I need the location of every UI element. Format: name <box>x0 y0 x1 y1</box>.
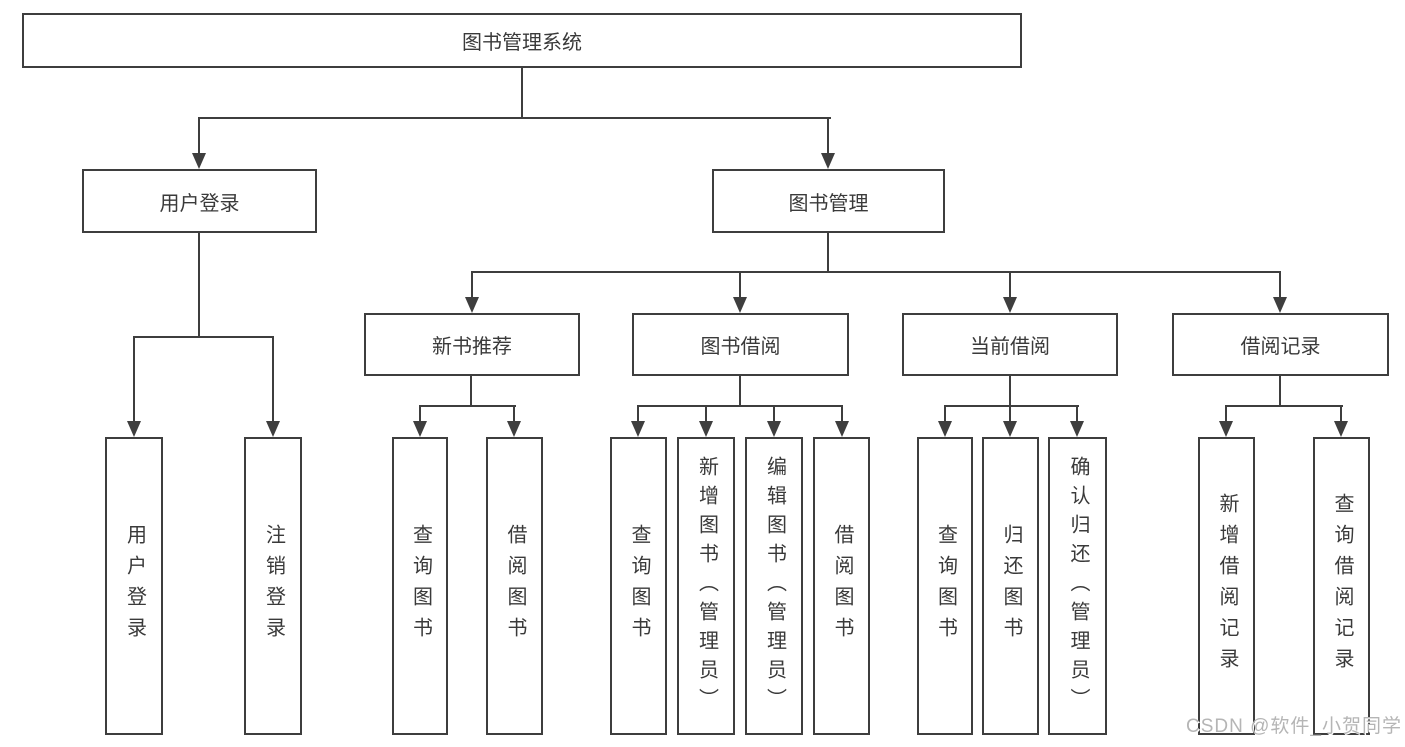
node-label: 用户登录 <box>159 192 240 215</box>
connector-line <box>198 233 200 337</box>
arrow-down-icon <box>699 421 713 437</box>
arrow-down-icon <box>821 153 835 169</box>
connector-line <box>1009 272 1011 299</box>
arrow-down-icon <box>127 421 141 437</box>
leaf-return-books: 归还图书 <box>982 437 1039 735</box>
connector-line <box>471 271 1281 273</box>
arrow-down-icon <box>1003 421 1017 437</box>
arrow-down-icon <box>1003 297 1017 313</box>
connector-line <box>1340 406 1342 423</box>
connector-line <box>419 406 421 423</box>
node-borrowing-records: 借阅记录 <box>1172 313 1389 376</box>
leaf-label: 归还图书 <box>1000 524 1022 648</box>
node-library-management-system: 图书管理系统 <box>22 13 1022 68</box>
leaf-add-borrow-record: 新增借阅记录 <box>1198 437 1255 735</box>
leaf-edit-books-admin: 编辑图书（管理员） <box>745 437 803 735</box>
connector-line <box>1279 272 1281 299</box>
connector-line <box>841 406 843 423</box>
node-label: 图书借阅 <box>700 336 781 358</box>
connector-line <box>521 68 523 119</box>
leaf-user-login: 用户登录 <box>105 437 163 735</box>
arrow-down-icon <box>631 421 645 437</box>
connector-line <box>198 117 831 119</box>
leaf-label: 确认归还（管理员） <box>1067 455 1089 717</box>
arrow-down-icon <box>1219 421 1233 437</box>
leaf-query-books-recommend: 查询图书 <box>392 437 448 735</box>
connector-line <box>944 406 946 423</box>
arrow-down-icon <box>507 421 521 437</box>
arrow-down-icon <box>835 421 849 437</box>
node-label: 图书管理系统 <box>462 32 582 54</box>
connector-line <box>739 376 741 406</box>
connector-line <box>419 405 516 407</box>
node-book-management: 图书管理 <box>712 169 945 233</box>
leaf-label: 查询图书 <box>628 524 650 648</box>
node-label: 图书管理 <box>788 192 869 215</box>
connector-line <box>944 405 1079 407</box>
connector-line <box>637 406 639 423</box>
leaf-query-books-borrowing: 查询图书 <box>610 437 667 735</box>
connector-line <box>513 406 515 423</box>
arrow-down-icon <box>1070 421 1084 437</box>
leaf-label: 编辑图书（管理员） <box>763 455 786 717</box>
arrow-down-icon <box>733 297 747 313</box>
leaf-label: 新增图书（管理员） <box>695 455 718 717</box>
leaf-label: 查询图书 <box>409 524 432 648</box>
leaf-label: 用户登录 <box>123 524 146 648</box>
arrow-down-icon <box>1334 421 1348 437</box>
node-current-borrowing: 当前借阅 <box>902 313 1118 376</box>
connector-line <box>637 405 843 407</box>
leaf-label: 查询图书 <box>934 524 957 648</box>
leaf-borrow-books: 借阅图书 <box>813 437 870 735</box>
leaf-label: 注销登录 <box>262 524 285 648</box>
leaf-borrow-books-recommend: 借阅图书 <box>486 437 543 735</box>
connector-line <box>827 233 829 272</box>
arrow-down-icon <box>1273 297 1287 313</box>
arrow-down-icon <box>465 297 479 313</box>
node-user-login: 用户登录 <box>82 169 317 233</box>
connector-line <box>471 272 473 299</box>
leaf-label: 新增借阅记录 <box>1216 493 1238 679</box>
leaf-logout: 注销登录 <box>244 437 302 735</box>
connector-line <box>272 337 274 423</box>
node-new-book-recommendation: 新书推荐 <box>364 313 580 376</box>
connector-line <box>198 118 200 156</box>
leaf-query-borrow-record: 查询借阅记录 <box>1313 437 1370 735</box>
leaf-query-books-current: 查询图书 <box>917 437 973 735</box>
node-book-borrowing: 图书借阅 <box>632 313 849 376</box>
connector-line <box>739 272 741 299</box>
connector-line <box>705 406 707 423</box>
leaf-label: 查询借阅记录 <box>1331 493 1353 679</box>
arrow-down-icon <box>192 153 206 169</box>
connector-line <box>1076 406 1078 423</box>
arrow-down-icon <box>266 421 280 437</box>
connector-line <box>1225 406 1227 423</box>
leaf-confirm-return-admin: 确认归还（管理员） <box>1048 437 1107 735</box>
connector-line <box>470 376 472 406</box>
arrow-down-icon <box>767 421 781 437</box>
node-label: 新书推荐 <box>432 336 512 358</box>
arrow-down-icon <box>938 421 952 437</box>
connector-line <box>1225 405 1343 407</box>
connector-line <box>1009 376 1011 406</box>
csdn-watermark: CSDN @软件_小贺同学 <box>1186 716 1402 737</box>
connector-line <box>1279 376 1281 406</box>
connector-line <box>133 336 274 338</box>
connector-line <box>773 406 775 423</box>
connector-line <box>827 118 829 156</box>
connector-line <box>133 337 135 423</box>
node-label: 当前借阅 <box>970 336 1050 358</box>
leaf-label: 借阅图书 <box>504 524 526 648</box>
leaf-add-books-admin: 新增图书（管理员） <box>677 437 735 735</box>
arrow-down-icon <box>413 421 427 437</box>
node-label: 借阅记录 <box>1240 336 1321 358</box>
connector-line <box>1009 406 1011 423</box>
leaf-label: 借阅图书 <box>831 524 853 648</box>
